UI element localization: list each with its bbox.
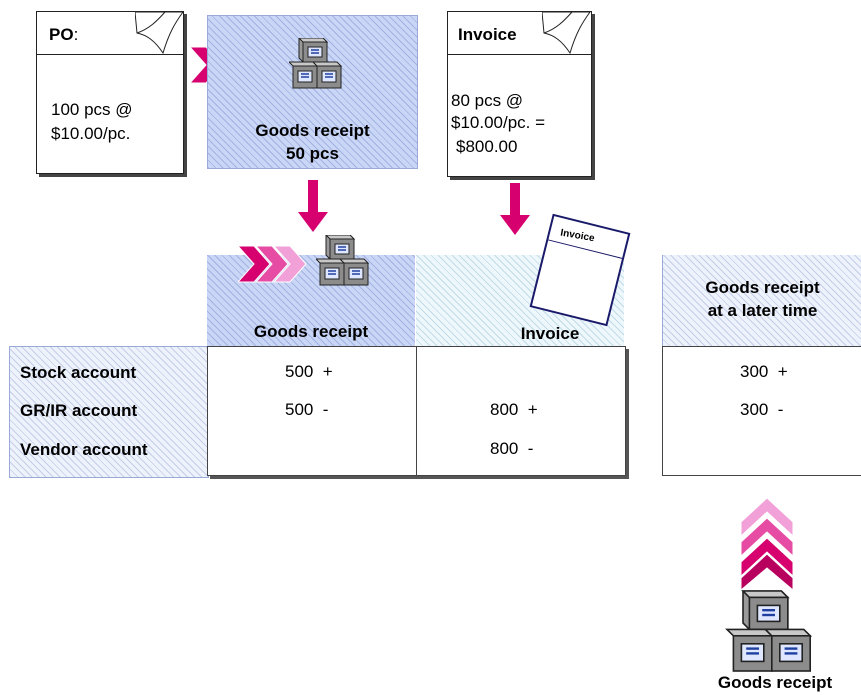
later-header-line1: Goods receipt xyxy=(705,278,820,297)
invoice-doc-line3: $800.00 xyxy=(456,137,518,156)
later-grir-value: 300 - xyxy=(740,400,784,419)
goods-receipt-column-header: Goods receipt xyxy=(207,255,415,347)
later-goods-receipt-header: Goods receipt at a later time xyxy=(662,255,861,347)
goods-boxes-icon xyxy=(725,589,812,673)
inv-vendor-value: 800 - xyxy=(490,439,534,458)
row-label-gr-ir-account: GR/IR account xyxy=(20,401,138,420)
goods-receipt-top-line1: Goods receipt xyxy=(255,121,370,140)
later-header-line2: at a later time xyxy=(707,301,818,320)
invoice-values-cell xyxy=(416,346,626,476)
goods-receipt-top-line2: 50 pcs xyxy=(286,144,339,163)
down-arrow-icon xyxy=(298,180,328,232)
page-curl-icon xyxy=(542,11,591,55)
later-values-cell xyxy=(662,346,861,476)
goods-boxes-icon xyxy=(316,235,369,286)
invoice-doc-title: Invoice xyxy=(458,25,517,44)
gr-grir-value: 500 - xyxy=(285,400,329,419)
po-title: PO xyxy=(49,25,74,44)
invoice-column-label: Invoice xyxy=(520,324,580,343)
page-curl-icon xyxy=(135,11,184,55)
goods-boxes-icon xyxy=(289,38,342,89)
invoice-doc-line2: $10.00/pc. = xyxy=(451,113,546,132)
account-labels-column xyxy=(9,346,209,478)
invoice-stamp-label: Invoice xyxy=(559,227,596,245)
goods-receipt-values-cell xyxy=(207,346,417,476)
row-label-stock-account: Stock account xyxy=(20,363,137,382)
invoice-document: Invoice 80 pcs @ $10.00/pc. = $800.00 xyxy=(447,11,592,177)
down-arrow-icon xyxy=(500,183,530,235)
goods-receipt-column-label: Goods receipt xyxy=(253,322,369,341)
po-line1: 100 pcs @ xyxy=(51,100,133,119)
inv-grir-value: 800 + xyxy=(490,400,538,419)
up-chevron-arrows-icon xyxy=(741,498,793,590)
po-line2: $10.00/pc. xyxy=(51,124,131,143)
invoice-doc-line1: 80 pcs @ xyxy=(451,91,524,110)
row-label-vendor-account: Vendor account xyxy=(20,440,148,459)
bottom-goods-receipt-label: Goods receipt xyxy=(717,673,833,692)
gr-stock-value: 500 + xyxy=(285,362,333,381)
po-document: PO: 100 pcs @ $10.00/pc. xyxy=(36,11,184,174)
po-title-suffix: : xyxy=(73,25,79,44)
flow-chevrons-icon xyxy=(238,246,307,283)
later-stock-value: 300 + xyxy=(740,362,788,381)
